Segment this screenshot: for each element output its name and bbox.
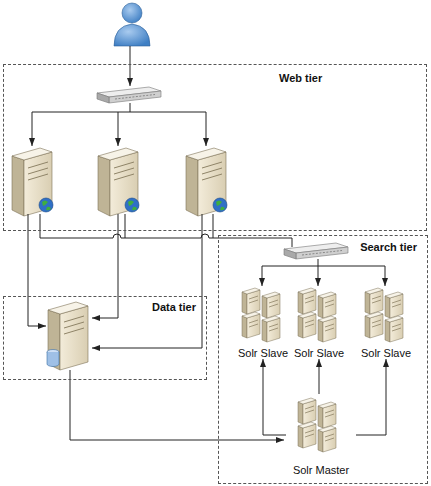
tier-label: Data tier	[152, 301, 196, 313]
server-label: Solr Master	[286, 464, 356, 476]
search-tier-band: Search tierSolr SlaveSolr SlaveSolr Slav…	[218, 235, 428, 484]
solr-slave-node: Solr Slave	[291, 286, 347, 359]
tier-label: Web tier	[279, 72, 322, 84]
replication-arrow	[356, 359, 386, 435]
wire	[262, 259, 385, 286]
web-tier-band: Web tier	[3, 64, 427, 231]
wire	[32, 103, 206, 146]
replication-arrow	[263, 359, 286, 435]
database-server-icon	[47, 302, 88, 370]
replication-arrow	[319, 359, 320, 394]
data-tier-band: Data tier	[3, 296, 207, 380]
solr-slave-node: Solr Slave	[235, 286, 291, 359]
solr-master-node: Solr Master	[286, 394, 356, 476]
tier-label: Search tier	[360, 241, 417, 253]
solr-server-icon	[242, 288, 403, 452]
server-label: Solr Slave	[291, 347, 347, 359]
server-label: Solr Slave	[358, 347, 414, 359]
switch-icon	[284, 243, 348, 259]
user-icon	[114, 3, 150, 46]
solr-slave-node: Solr Slave	[358, 286, 414, 359]
router-icon	[97, 87, 161, 103]
wire	[70, 370, 284, 440]
server-label: Solr Slave	[235, 347, 291, 359]
wire	[130, 46, 131, 86]
web-server-icon	[12, 148, 227, 216]
